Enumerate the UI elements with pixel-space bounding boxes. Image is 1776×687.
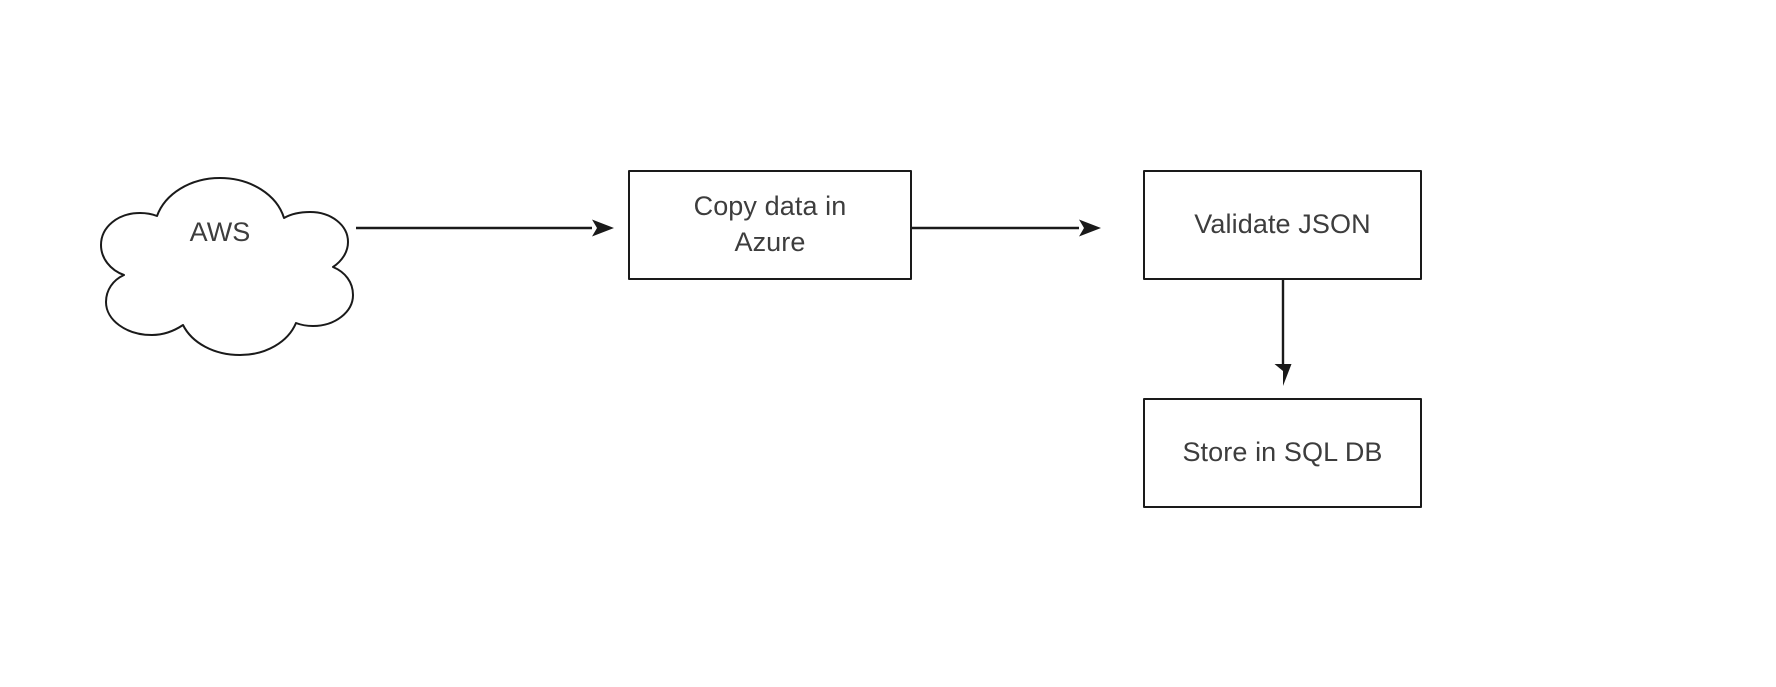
edge-copy-data-to-validate-json[interactable] [911,219,1101,237]
node-copy-data-rect[interactable] [628,170,912,280]
node-store-sql-rect[interactable] [1143,398,1422,508]
edge-aws-to-copy-data[interactable] [356,219,614,237]
node-validate-json-rect[interactable] [1143,170,1422,280]
edge-validate-json-to-store-sql[interactable] [1274,279,1292,386]
cloud-icon[interactable] [100,177,354,356]
